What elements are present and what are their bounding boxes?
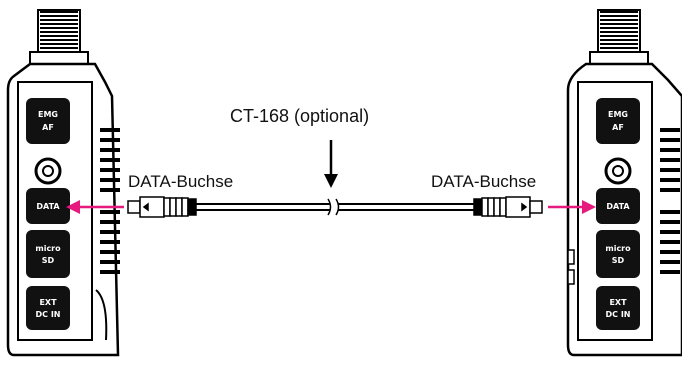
- right-data-port-label: DATA: [606, 202, 630, 211]
- left-emg-key-line2: AF: [42, 123, 54, 132]
- left-volume-knob: [29, 9, 89, 69]
- right-ext-line1: EXT: [609, 298, 627, 307]
- left-microsd-line1: micro: [35, 244, 61, 253]
- left-data-port-label: DATA: [36, 202, 60, 211]
- left-ext-line1: EXT: [39, 298, 57, 307]
- right-jack-button[interactable]: [604, 157, 632, 185]
- cable-pointer-arrow: [324, 140, 338, 188]
- left-microsd-slot[interactable]: micro SD: [26, 230, 70, 278]
- left-ext-line2: DC IN: [36, 310, 61, 319]
- left-microsd-line2: SD: [42, 256, 55, 265]
- left-grip-ribs: [100, 128, 120, 274]
- right-side-notches: [567, 249, 575, 285]
- left-cable-plug: [127, 196, 197, 218]
- left-data-port[interactable]: DATA: [26, 188, 70, 224]
- right-ext-line2: DC IN: [606, 310, 631, 319]
- left-radio: EMG AF DATA micro SD EXT DC IN: [6, 9, 120, 357]
- left-connection-arrow: [66, 200, 124, 214]
- right-grip-ribs: [660, 128, 680, 274]
- right-microsd-line1: micro: [605, 244, 631, 253]
- left-jack-button[interactable]: [34, 157, 62, 185]
- ct-168-cable: [127, 196, 543, 218]
- right-ext-dc-in-port[interactable]: EXT DC IN: [596, 286, 640, 330]
- right-microsd-line2: SD: [612, 256, 625, 265]
- left-emg-key-line1: EMG: [38, 110, 58, 119]
- cable-break-mark: [327, 198, 340, 216]
- right-data-port[interactable]: DATA: [596, 188, 640, 224]
- right-emg-key[interactable]: EMG AF: [596, 98, 640, 144]
- left-emg-key[interactable]: EMG AF: [26, 98, 70, 144]
- right-emg-key-line2: AF: [612, 123, 624, 132]
- right-emg-key-line1: EMG: [608, 110, 628, 119]
- right-radio: EMG AF DATA micro SD EXT DC IN: [566, 9, 682, 357]
- left-belt-clip: [95, 289, 108, 341]
- right-connection-arrow: [548, 200, 596, 214]
- left-ext-dc-in-port[interactable]: EXT DC IN: [26, 286, 70, 330]
- right-volume-knob: [589, 9, 649, 69]
- left-data-port-callout: DATA-Buchse: [128, 172, 234, 191]
- right-microsd-slot[interactable]: micro SD: [596, 230, 640, 278]
- right-data-port-callout: DATA-Buchse: [431, 172, 537, 191]
- cable-label: CT-168 (optional): [230, 106, 370, 126]
- right-cable-plug: [473, 196, 543, 218]
